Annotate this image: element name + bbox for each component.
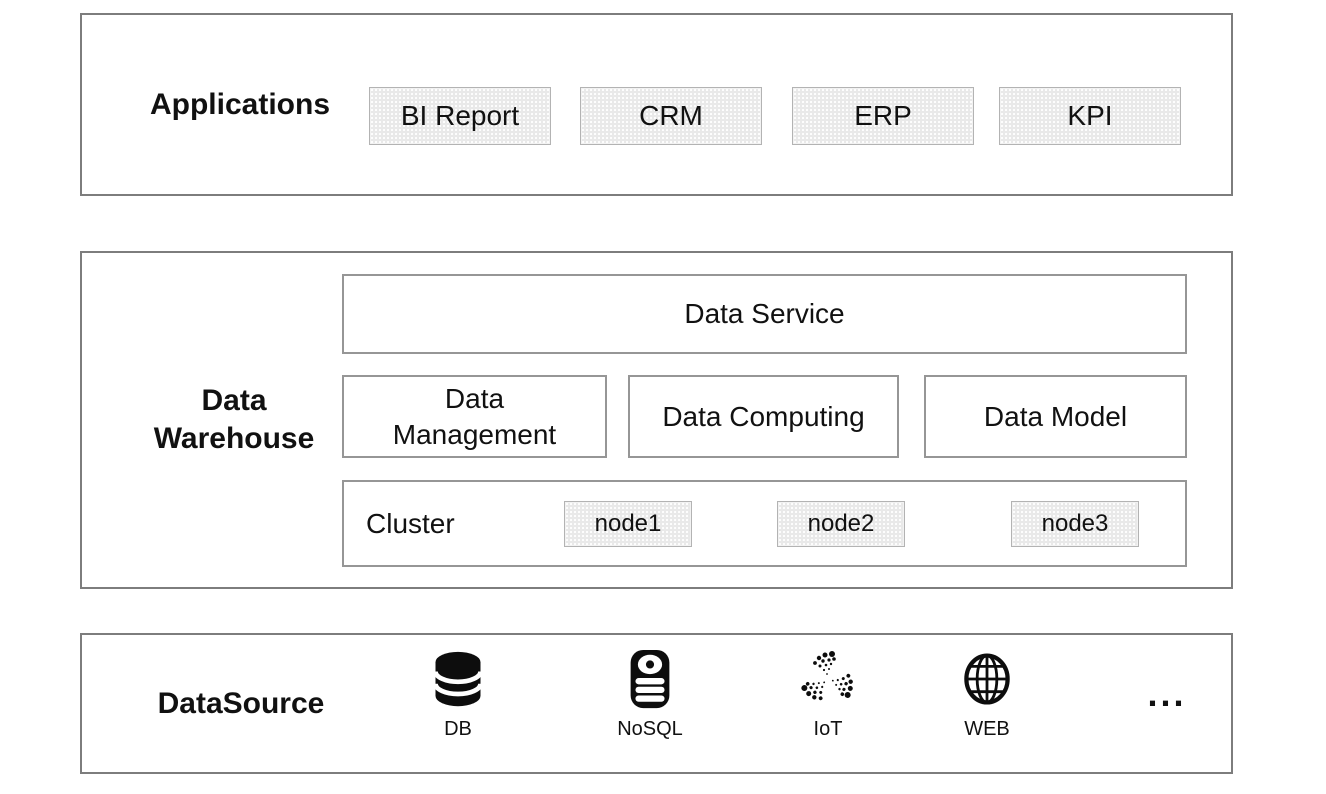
cluster-node-1: node1: [564, 501, 692, 547]
applications-label: Applications: [149, 87, 330, 121]
data-warehouse-label-line2: Warehouse: [153, 422, 315, 455]
datasource-item-iot: IoT: [758, 645, 898, 741]
datasource-item-label: NoSQL: [617, 718, 683, 740]
data-warehouse-layer: Data Warehouse Data Service Data Managem…: [80, 251, 1233, 589]
module-box-data-management: Data Management: [342, 375, 607, 458]
cluster-node-2: node2: [777, 501, 905, 547]
datasource-item-label: WEB: [964, 718, 1010, 740]
datasource-item-label: DB: [444, 718, 472, 740]
data-warehouse-label-line1: Data: [201, 384, 267, 417]
app-chip-bi-report: BI Report: [369, 87, 551, 145]
iot-tangle-icon: [794, 645, 862, 713]
datasource-item-nosql: NoSQL: [580, 645, 720, 741]
cluster-label: Cluster: [366, 507, 455, 539]
datasource-item-web: WEB: [917, 645, 1057, 741]
data-warehouse-label: Data Warehouse: [128, 253, 340, 587]
datasource-layer: DataSource DB: [80, 633, 1233, 774]
datasource-item-label: IoT: [813, 718, 843, 740]
data-service-box: Data Service: [342, 274, 1187, 354]
datasource-label: DataSource: [157, 686, 325, 720]
globe-icon: [953, 645, 1021, 713]
cluster-node-3: node3: [1011, 501, 1139, 547]
module-box-data-model: Data Model: [924, 375, 1187, 458]
module-box-data-computing: Data Computing: [628, 375, 899, 458]
app-chip-kpi: KPI: [999, 87, 1181, 145]
app-chip-crm: CRM: [580, 87, 762, 145]
cluster-box: Cluster node1 node2 node3: [342, 480, 1187, 567]
datasource-item-db: DB: [388, 645, 528, 741]
app-chip-erp: ERP: [792, 87, 974, 145]
more-sources-ellipsis: ...: [1147, 673, 1187, 714]
database-icon: [424, 645, 492, 713]
applications-layer: Applications BI Report CRM ERP KPI: [80, 13, 1233, 196]
nosql-database-icon: [616, 645, 684, 713]
